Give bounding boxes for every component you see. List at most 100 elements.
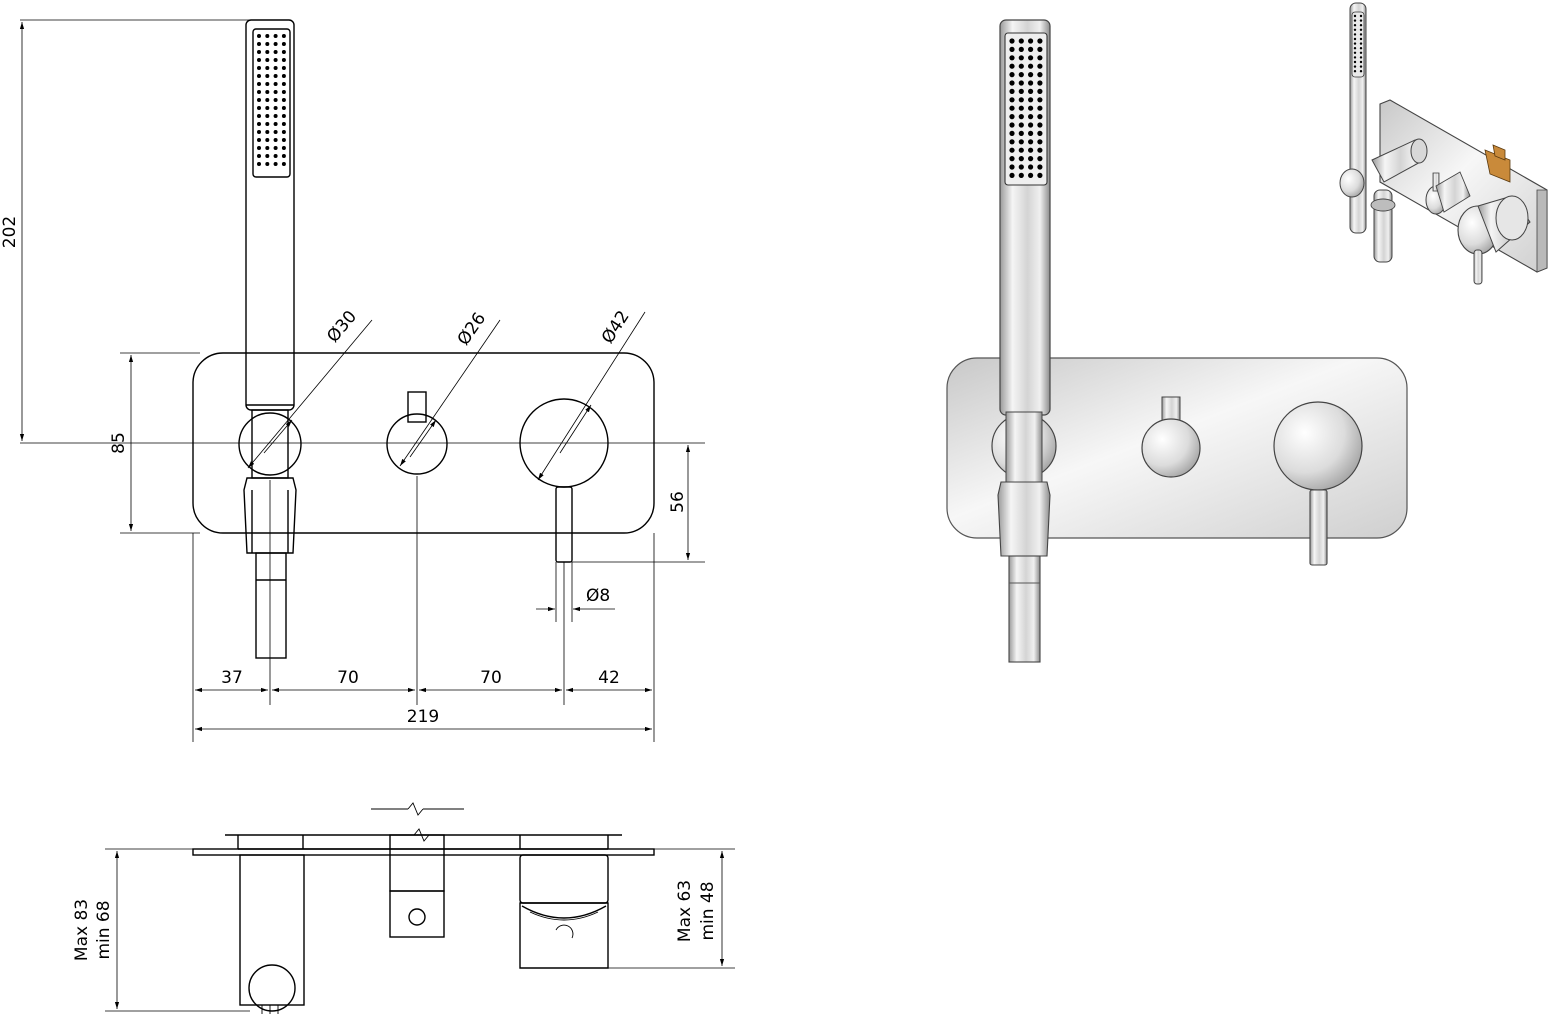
- spray-nozzle: [257, 138, 261, 142]
- spray-nozzle: [1028, 139, 1034, 145]
- spray-nozzle: [1353, 14, 1357, 18]
- spray-nozzle: [1009, 38, 1015, 44]
- spray-nozzle: [1359, 19, 1363, 22]
- spray-nozzle: [1353, 37, 1357, 41]
- spray-nozzle: [1018, 55, 1024, 61]
- rendered-diverter: [1141, 396, 1201, 478]
- spray-nozzle: [1018, 130, 1024, 136]
- spray-nozzle: [1028, 46, 1034, 53]
- spray-nozzle: [1009, 156, 1015, 162]
- spray-nozzle: [281, 162, 286, 166]
- spray-nozzle: [281, 42, 286, 46]
- spray-nozzle: [273, 82, 278, 86]
- spray-nozzle: [1028, 130, 1034, 136]
- spray-nozzle: [1353, 70, 1357, 73]
- spray-nozzle: [281, 146, 286, 150]
- dim-lever-drop: 56: [572, 445, 705, 563]
- dim-width-chain: 37 70 70 42 219: [192, 476, 655, 742]
- spray-nozzle: [1359, 51, 1363, 54]
- spray-nozzle: [1028, 105, 1034, 111]
- spray-nozzle: [257, 82, 261, 86]
- spray-nozzle: [1028, 122, 1034, 128]
- spray-nozzle: [1353, 60, 1357, 64]
- spray-nozzle: [265, 50, 270, 54]
- spray-nozzle: [1037, 147, 1043, 153]
- spray-nozzle: [1037, 164, 1043, 170]
- spray-nozzle: [281, 130, 286, 134]
- spray-nozzle: [1028, 63, 1034, 69]
- spray-nozzle: [1037, 139, 1043, 145]
- spray-nozzle: [257, 58, 261, 62]
- dim-dia-holder: Ø30: [247, 307, 373, 469]
- spray-nozzle: [257, 106, 261, 110]
- spray-nozzle: [257, 162, 261, 166]
- isometric-view: [1339, 2, 1548, 285]
- dim-42-label: 42: [598, 668, 620, 688]
- spray-nozzle: [257, 130, 261, 134]
- spray-nozzle: [273, 154, 278, 158]
- spray-nozzle: [1037, 130, 1043, 136]
- spray-nozzle: [257, 98, 261, 102]
- spray-nozzle: [273, 58, 278, 62]
- rendered-hand-shower: [999, 19, 1051, 416]
- spray-nozzle: [1009, 63, 1015, 69]
- dia-30-label: Ø30: [323, 307, 361, 347]
- spray-nozzle: [1018, 122, 1024, 128]
- dia-42-label: Ø42: [598, 307, 634, 347]
- spray-nozzle: [1028, 88, 1034, 94]
- dim-dia-lever: Ø8: [536, 562, 615, 622]
- spray-nozzle: [257, 42, 261, 46]
- spray-nozzle: [257, 90, 261, 94]
- spray-nozzle: [273, 50, 278, 54]
- rendered-mixer: [1273, 401, 1363, 566]
- spray-nozzle: [1028, 72, 1034, 78]
- spray-nozzle: [1359, 24, 1363, 27]
- spray-nozzle: [265, 82, 270, 86]
- spray-nozzle: [273, 90, 278, 94]
- spray-nozzle: [1009, 130, 1015, 136]
- spray-nozzle: [265, 90, 270, 94]
- spray-nozzle: [273, 34, 278, 38]
- spray-nozzle: [1009, 122, 1015, 128]
- hand-shower: [245, 19, 295, 411]
- spray-nozzle: [1037, 172, 1043, 178]
- spray-nozzle: [1037, 38, 1043, 44]
- front-view: 202 85 56 Ø30 Ø26 Ø42: [0, 19, 705, 742]
- spray-nozzle: [257, 154, 261, 158]
- spray-nozzle: [1028, 114, 1034, 120]
- spray-nozzle: [1359, 56, 1363, 59]
- spray-nozzle: [1009, 46, 1015, 53]
- spray-nozzle: [1353, 42, 1357, 45]
- spray-nozzle: [257, 66, 261, 70]
- spray-nozzle: [281, 58, 286, 62]
- spray-nozzle: [257, 146, 261, 150]
- spray-nozzle: [1018, 46, 1024, 53]
- spray-nozzle: [1009, 105, 1015, 111]
- dim-37-label: 37: [221, 668, 243, 688]
- spray-nozzle: [1028, 80, 1034, 86]
- spray-nozzle: [1028, 55, 1034, 61]
- spray-nozzle: [257, 34, 261, 38]
- spray-nozzle: [1018, 80, 1024, 86]
- spray-nozzle: [257, 50, 261, 54]
- spray-nozzle: [281, 90, 286, 94]
- spray-nozzle: [265, 42, 270, 46]
- spray-nozzle: [265, 34, 270, 38]
- dia-8-label: Ø8: [586, 586, 610, 606]
- spray-nozzle: [1009, 164, 1015, 170]
- spray-nozzle: [1018, 147, 1024, 153]
- spray-nozzle: [1009, 88, 1015, 94]
- spray-nozzle: [1009, 139, 1015, 145]
- depth-left-min: min 68: [94, 900, 114, 959]
- spray-nozzle: [1359, 28, 1363, 31]
- spray-nozzle: [281, 106, 286, 110]
- spray-nozzle: [1353, 56, 1357, 59]
- spray-nozzle: [1037, 63, 1043, 69]
- spray-nozzle: [1359, 60, 1363, 64]
- spray-nozzle: [257, 74, 261, 78]
- dim-202-label: 202: [0, 216, 20, 248]
- mixer-handle: [519, 398, 609, 563]
- spray-nozzle: [1359, 65, 1363, 68]
- depth-right-min: min 48: [698, 881, 718, 940]
